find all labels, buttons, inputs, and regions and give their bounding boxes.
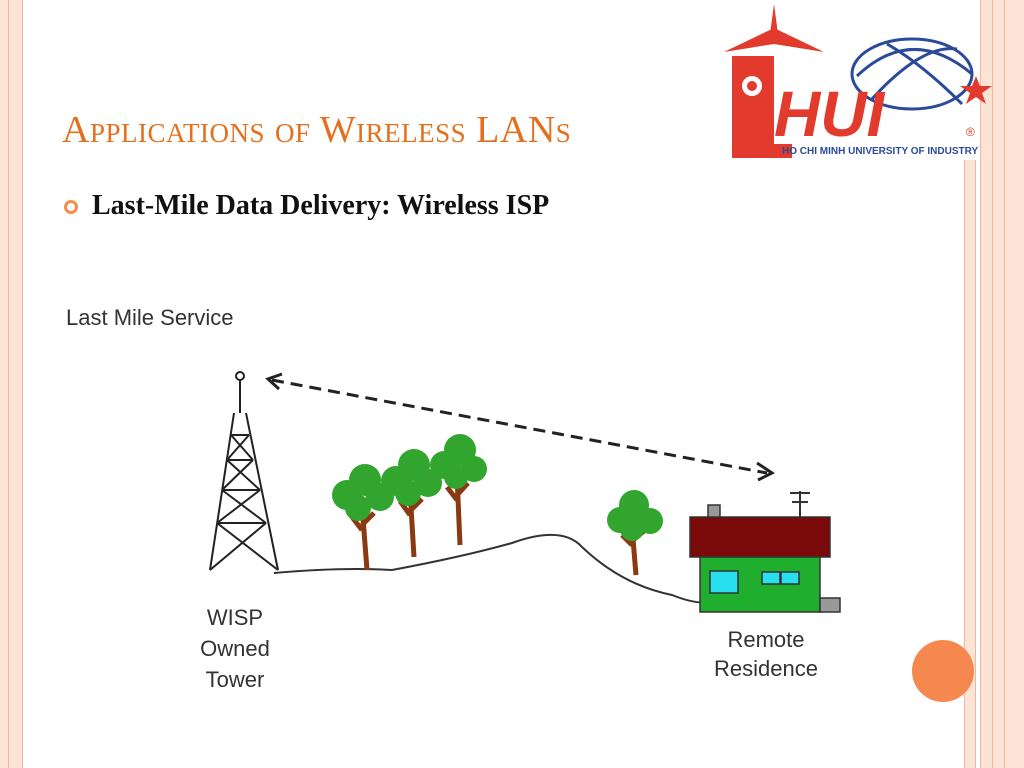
tree-icon (381, 449, 442, 558)
right-frame-bar (964, 160, 976, 768)
tower-label-line-1: WISP (207, 605, 263, 630)
tower-emblem-icon (724, 4, 824, 158)
last-mile-diagram: Last Mile Service (66, 305, 841, 692)
tree-icon (430, 434, 487, 546)
right-frame-border (980, 0, 1024, 768)
diagram-heading: Last Mile Service (66, 305, 234, 330)
ground-line (273, 533, 713, 604)
logo-caption: HO CHI MINH UNIVERSITY OF INDUSTRY (782, 146, 978, 157)
tree-icon (607, 490, 663, 576)
wireless-link-arrow (265, 372, 775, 482)
bullet-text: Last-Mile Data Delivery: Wireless ISP (92, 190, 550, 221)
residence-label-line-1: Remote (727, 627, 804, 652)
remote-residence-icon (689, 491, 841, 613)
left-frame-border (0, 0, 23, 768)
wisp-tower-icon (209, 371, 279, 571)
logo-wordmark: HUI (774, 78, 885, 150)
residence-label-line-2: Residence (714, 656, 818, 681)
slide-title: Applications of Wireless LANs (62, 109, 572, 151)
tower-label-line-3: Tower (206, 667, 265, 692)
hui-logo: HUI ® HO CHI MINH UNIVERSITY OF INDUSTRY (724, 4, 992, 158)
tree-icon (332, 464, 394, 571)
globe-icon (850, 37, 974, 111)
tower-label-line-2: Owned (200, 636, 270, 661)
registered-mark: ® (966, 125, 975, 139)
star-icon (960, 76, 992, 104)
bullet-icon (64, 200, 78, 214)
decorative-circle (912, 640, 974, 702)
